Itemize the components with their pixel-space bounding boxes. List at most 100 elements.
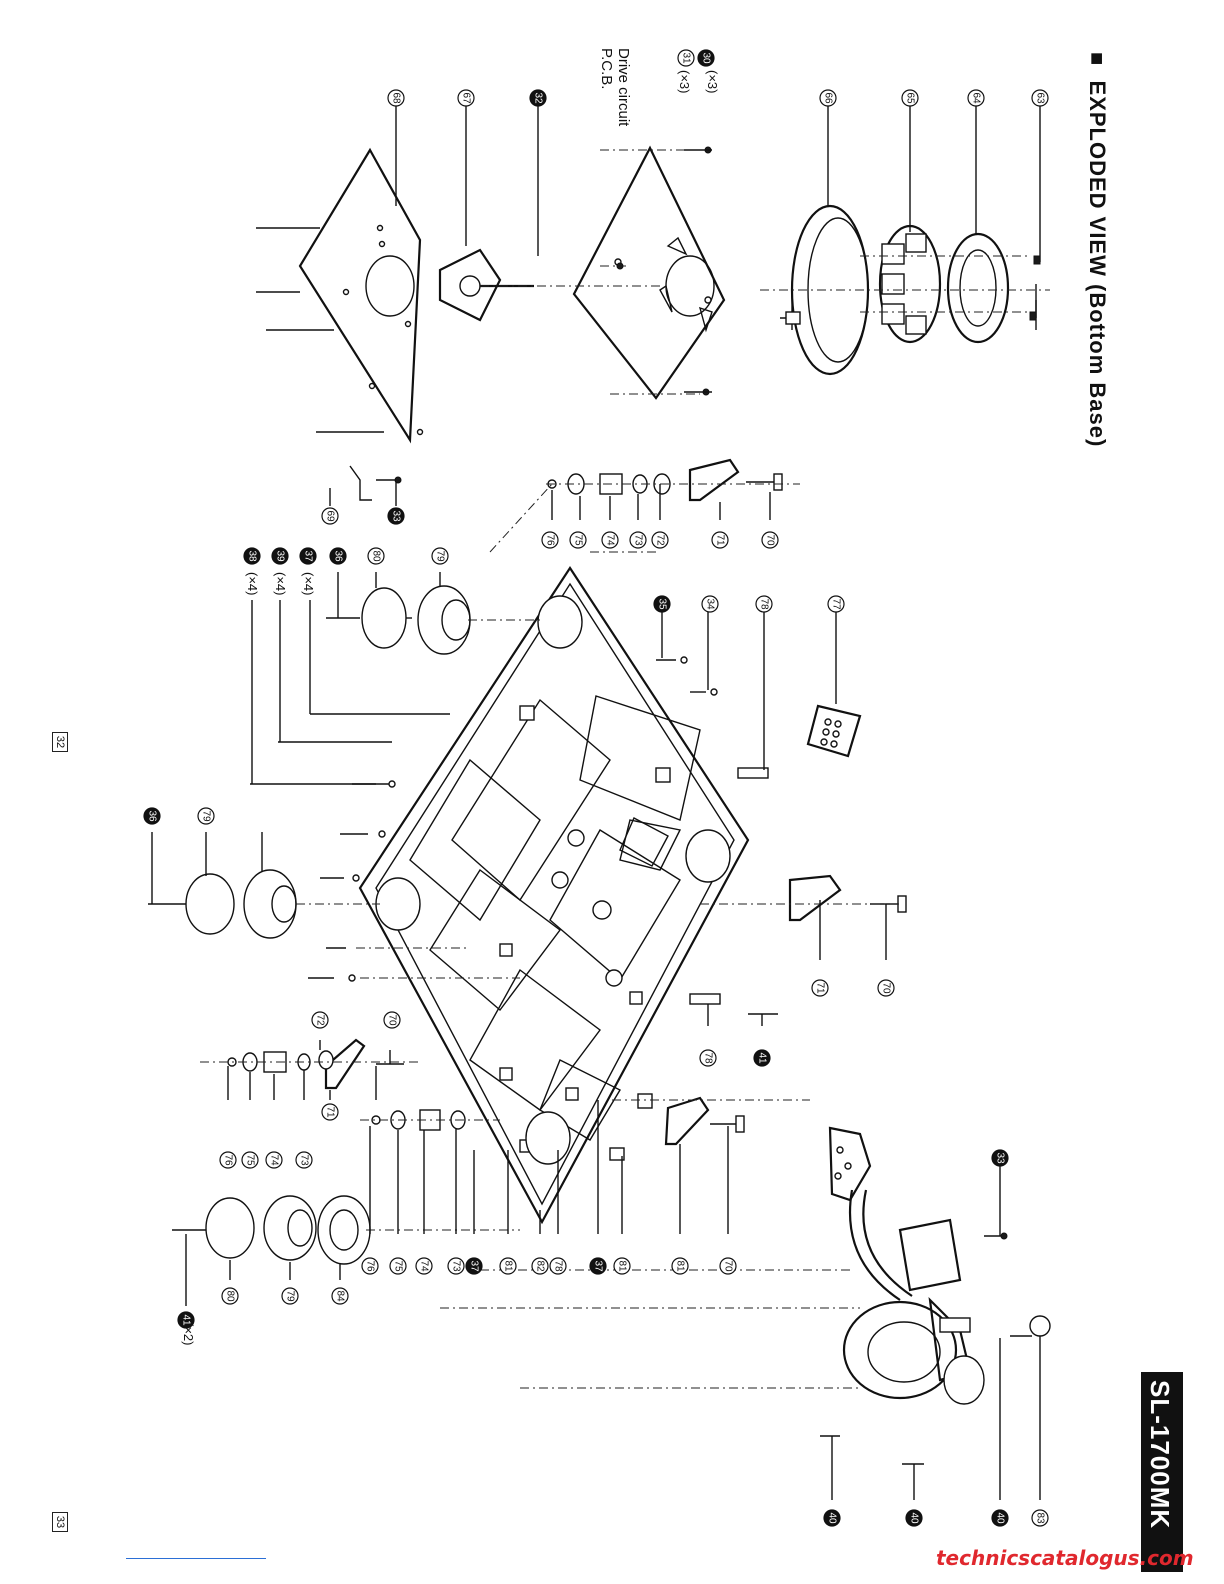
callout-s32: 32 <box>529 89 547 107</box>
callout-p65: 65 <box>901 89 919 107</box>
callout-s37: 37 <box>589 1257 607 1275</box>
callout-p72: 72 <box>651 531 669 549</box>
watermark-text: technicscatalogus.com <box>936 1546 1194 1570</box>
callout-p81: 81 <box>671 1257 689 1275</box>
svg-text:37: 37 <box>593 1260 604 1272</box>
callout-p69: 69 <box>321 507 339 525</box>
callout-s40: 40 <box>823 1509 841 1527</box>
svg-text:73: 73 <box>299 1154 310 1166</box>
svg-text:80: 80 <box>371 550 382 562</box>
svg-text:79: 79 <box>435 550 446 562</box>
foot-assembly-top <box>489 458 800 553</box>
callout-p80: 80 <box>367 547 385 565</box>
tonearm-assembly <box>440 1126 1051 1465</box>
callout-p74: 74 <box>265 1151 283 1169</box>
svg-text:79: 79 <box>285 1290 296 1302</box>
svg-text:32: 32 <box>533 92 544 104</box>
svg-text:35: 35 <box>657 598 668 610</box>
callout-p83: 83 <box>1031 1509 1049 1527</box>
svg-text:74: 74 <box>419 1260 430 1272</box>
callout-p71: 71 <box>811 979 829 997</box>
svg-text:67: 67 <box>461 92 472 104</box>
svg-text:37: 37 <box>303 550 314 562</box>
svg-text:70: 70 <box>765 534 776 546</box>
svg-text:70: 70 <box>387 1014 398 1026</box>
svg-text:81: 81 <box>675 1260 686 1272</box>
callout-p70: 70 <box>877 979 895 997</box>
svg-text:68: 68 <box>391 92 402 104</box>
svg-text:75: 75 <box>573 534 584 546</box>
foot-assembly-lower-left <box>200 1038 420 1090</box>
foot-79-80-mid <box>148 869 380 939</box>
callout-p76: 76 <box>541 531 559 549</box>
callout-s40: 40 <box>991 1509 1009 1527</box>
callout-s40: 40 <box>905 1509 923 1527</box>
svg-text:78: 78 <box>553 1260 564 1272</box>
drive-pcb <box>572 145 726 400</box>
callout-s41: 41 <box>753 1049 771 1067</box>
callout-p80: 80 <box>221 1287 239 1305</box>
svg-text:63: 63 <box>1035 92 1046 104</box>
page-number-right: 33 <box>52 1512 68 1532</box>
callout-s37: 37 <box>465 1257 483 1275</box>
svg-text:84: 84 <box>335 1290 346 1302</box>
callout-p79: 79 <box>431 547 449 565</box>
callout-p74: 74 <box>415 1257 433 1275</box>
bottom-base <box>358 565 750 1225</box>
svg-text:74: 74 <box>605 534 616 546</box>
callout-s36: 36 <box>329 547 347 565</box>
svg-text:72: 72 <box>655 534 666 546</box>
callout-p73: 73 <box>447 1257 465 1275</box>
svg-text:66: 66 <box>823 92 834 104</box>
svg-text:78: 78 <box>703 1052 714 1064</box>
svg-text:70: 70 <box>723 1260 734 1272</box>
callout-p70: 70 <box>761 531 779 549</box>
svg-text:33: 33 <box>391 510 402 522</box>
callout-p66: 66 <box>819 89 837 107</box>
callout-p77: 77 <box>827 595 845 613</box>
foot-79-80-84-bottom <box>172 1195 520 1265</box>
callout-p75: 75 <box>241 1151 259 1169</box>
svg-text:81: 81 <box>617 1260 628 1272</box>
foot-assembly-lower-mid <box>360 1109 500 1131</box>
motor-assembly <box>760 204 1050 376</box>
svg-text:73: 73 <box>451 1260 462 1272</box>
model-badge: SL-1700MK <box>1141 1372 1183 1572</box>
page-number-left: 32 <box>52 732 68 752</box>
svg-text:36: 36 <box>333 550 344 562</box>
callout-p67: 67 <box>457 89 475 107</box>
svg-text:76: 76 <box>365 1260 376 1272</box>
bracket-69 <box>349 465 402 501</box>
callout-p71: 71 <box>711 531 729 549</box>
foot-assembly-lower-right <box>609 1093 810 1161</box>
svg-text:76: 76 <box>223 1154 234 1166</box>
screws-left <box>250 713 520 982</box>
svg-text:75: 75 <box>245 1154 256 1166</box>
callout-p81: 81 <box>613 1257 631 1275</box>
svg-text:41: 41 <box>757 1052 768 1064</box>
callout-s30: 30 <box>697 49 715 67</box>
svg-text:73: 73 <box>633 534 644 546</box>
callout-s39: 39 <box>271 547 289 565</box>
svg-text:30: 30 <box>701 52 712 64</box>
svg-text:72: 72 <box>315 1014 326 1026</box>
callout-p73: 73 <box>629 531 647 549</box>
callout-s33: 33 <box>991 1149 1009 1167</box>
callout-p78: 78 <box>549 1257 567 1275</box>
callout-p76: 76 <box>361 1257 379 1275</box>
foot-79-80-top <box>326 585 540 655</box>
callout-p68: 68 <box>387 89 405 107</box>
svg-text:64: 64 <box>971 92 982 104</box>
svg-text:70: 70 <box>881 982 892 994</box>
callout-p70: 70 <box>383 1011 401 1029</box>
callout-s33: 33 <box>387 507 405 525</box>
svg-text:77: 77 <box>831 598 842 610</box>
base-plate <box>256 147 660 444</box>
svg-text:71: 71 <box>325 1106 336 1118</box>
callout-s34: 34 <box>701 595 719 613</box>
part-77 <box>806 704 862 758</box>
svg-text:71: 71 <box>815 982 826 994</box>
leader-lines <box>151 104 1041 1500</box>
svg-text:37: 37 <box>469 1260 480 1272</box>
